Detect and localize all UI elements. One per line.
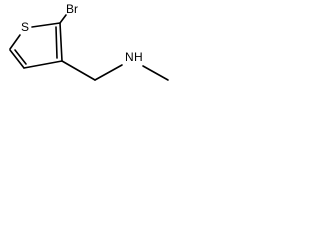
structure-canvas: Br S N H <box>0 0 176 100</box>
bond-c5-c4 <box>9 49 25 69</box>
atom-hydrogen: H <box>134 50 143 64</box>
bond-c3-c2 <box>59 22 63 62</box>
bond-c2-br <box>59 14 67 24</box>
atom-nitrogen: N <box>125 50 134 64</box>
atom-bromine: Br <box>66 2 78 16</box>
bond-c5-c4-double <box>14 49 27 65</box>
bond-c2-s <box>31 22 61 28</box>
atom-sulfur: S <box>21 20 29 34</box>
bond-n-ch3 <box>142 65 169 81</box>
molecule-structure: Br S N H <box>9 2 169 81</box>
bond-s-c5 <box>9 34 21 50</box>
bond-c3-c2-double <box>55 26 58 59</box>
bond-c3-ch2 <box>61 60 96 81</box>
bond-ch2-n <box>94 64 123 81</box>
bond-c4-c3 <box>23 60 63 69</box>
